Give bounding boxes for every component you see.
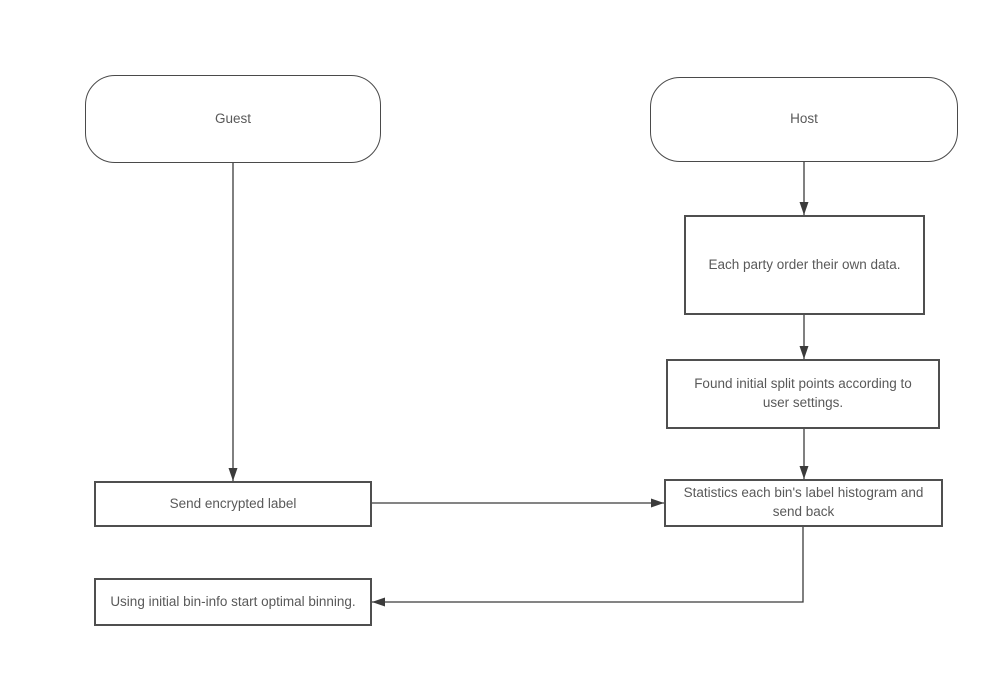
node-host-label: Host	[790, 111, 818, 127]
node-order-data-label: Each party order their own data.	[708, 256, 901, 272]
node-order-data: Each party order their own data.	[684, 215, 925, 315]
edge-statistics-to-optimal-binning	[372, 527, 804, 607]
node-send-label-label: Send encrypted label	[169, 495, 297, 511]
node-guest-label: Guest	[214, 110, 252, 126]
node-optimal-binning-label: Using initial bin-info start optimal bin…	[110, 593, 356, 609]
node-guest: Guest	[85, 75, 381, 163]
node-split-points: Found initial split points according to …	[666, 359, 940, 429]
node-split-points-label: Found initial split points according to …	[694, 376, 912, 410]
node-statistics-label: Statistics each bin's label histogram an…	[683, 485, 924, 519]
node-statistics: Statistics each bin's label histogram an…	[664, 479, 943, 527]
node-host: Host	[650, 77, 958, 162]
node-optimal-binning: Using initial bin-info start optimal bin…	[94, 578, 372, 626]
node-send-label: Send encrypted label	[94, 481, 372, 527]
